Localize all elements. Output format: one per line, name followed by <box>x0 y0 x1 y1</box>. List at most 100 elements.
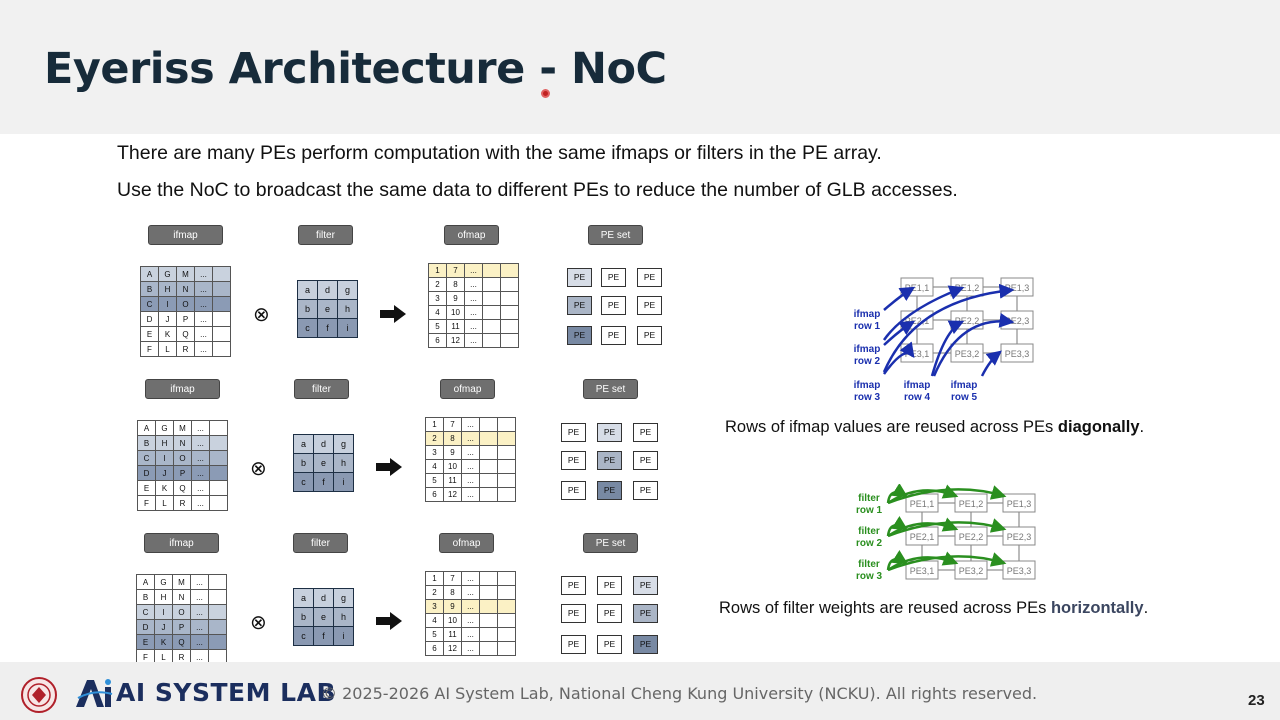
pe-node-label: PE3,1 <box>910 566 935 576</box>
ifmap-cell: ... <box>190 604 209 620</box>
pe-node <box>954 493 988 513</box>
ifmap-cell: ... <box>194 281 213 297</box>
pe-cell: PE <box>637 326 662 345</box>
pe-cell: PE <box>597 604 622 623</box>
ifmap-row-label: row 3 <box>854 392 881 403</box>
ofmap-cell: 11 <box>446 319 465 334</box>
ifmap-cell: H <box>155 435 174 451</box>
ofmap-cell: 7 <box>443 571 462 586</box>
ofmap-cell <box>497 487 516 502</box>
ofmap-cell: 5 <box>425 627 444 642</box>
pe-cell: PE <box>561 635 586 654</box>
ifmap-cell <box>208 589 227 605</box>
ofmap-cell: ... <box>461 627 480 642</box>
right-arrow-icon <box>376 458 402 476</box>
ofmap-cell: ... <box>464 333 483 348</box>
ofmap-cell <box>479 571 498 586</box>
horizontal-caption: Rows of filter weights are reused across… <box>719 599 1148 618</box>
ofmap-cell: ... <box>461 613 480 628</box>
horizontal-caption-end: . <box>1143 599 1149 617</box>
pe-cell: PE <box>561 604 586 623</box>
ifmap-cell <box>209 435 228 451</box>
diagonal-caption-text: Rows of ifmap values are reused across P… <box>725 418 1058 436</box>
ofmap-cell <box>479 599 498 614</box>
filter-row-label: filter <box>858 526 880 537</box>
ofmap-cell: ... <box>461 641 480 656</box>
horizontal-caption-bold: horizontally <box>1050 599 1144 617</box>
ifmap-cell <box>208 634 227 650</box>
pe-node <box>1002 526 1036 546</box>
pe-node-label: PE2,2 <box>959 532 984 542</box>
pe-cell: PE <box>597 635 622 654</box>
ifmap-row-label: ifmap <box>904 380 931 391</box>
pe-cell: PE <box>637 268 662 287</box>
ifmap-cell: D <box>140 311 159 327</box>
ifmap-cell <box>208 619 227 635</box>
ifmap-cell: I <box>158 296 177 312</box>
filter-cell: h <box>333 607 354 627</box>
ofmap-cell: ... <box>461 473 480 488</box>
ofmap-cell <box>479 459 498 474</box>
ofmap-cell <box>500 263 519 278</box>
ifmap-label: ifmap <box>144 533 219 553</box>
filter-cell: g <box>337 280 358 300</box>
pe-node-label: PE1,2 <box>959 499 984 509</box>
ifmap-cell <box>212 281 231 297</box>
ifmap-cell: B <box>137 435 156 451</box>
ofmap-cell: 10 <box>446 305 465 320</box>
ifmap-cell: F <box>140 341 159 357</box>
ifmap-cell: R <box>176 341 195 357</box>
pe-node-label: PE2,3 <box>1007 532 1032 542</box>
ofmap-cell: 7 <box>443 417 462 432</box>
ofmap-cell: ... <box>461 487 480 502</box>
ofmap-cell: ... <box>464 263 483 278</box>
ofmap-cell: ... <box>461 599 480 614</box>
ifmap-cell: M <box>172 574 191 590</box>
filter-row-label: row 2 <box>856 538 883 549</box>
ofmap-cell: 1 <box>425 571 444 586</box>
pe-node-label: PE2,1 <box>905 316 930 326</box>
pe-cell: PE <box>561 423 586 442</box>
ifmap-cell: A <box>136 574 155 590</box>
pe-cell: PE <box>561 481 586 500</box>
ifmap-row-label: row 4 <box>904 392 931 403</box>
body-line-2: Use the NoC to broadcast the same data t… <box>117 179 958 201</box>
ifmap-cell: ... <box>194 326 213 342</box>
ifmap-cell: N <box>173 435 192 451</box>
ofmap-cell: 12 <box>443 487 462 502</box>
pe-cell: PE <box>601 268 626 287</box>
ifmap-cell: J <box>155 465 174 481</box>
convolution-operator-icon: ⊗ <box>253 304 270 326</box>
ifmap-cell: ... <box>194 341 213 357</box>
filter-cell: h <box>333 453 354 473</box>
pe-node-label: PE1,1 <box>910 499 935 509</box>
ifmap-cell <box>212 326 231 342</box>
ofmap-cell: 1 <box>425 417 444 432</box>
ofmap-cell: 4 <box>428 305 447 320</box>
ifmap-cell: H <box>158 281 177 297</box>
pe-node-label: PE3,2 <box>959 566 984 576</box>
pe-node <box>1002 560 1036 580</box>
ifmap-label: ifmap <box>145 379 220 399</box>
ofmap-cell <box>500 319 519 334</box>
ofmap-cell: 5 <box>428 319 447 334</box>
ofmap-cell <box>482 333 501 348</box>
ofmap-cell <box>497 571 516 586</box>
ofmap-cell: 11 <box>443 473 462 488</box>
ofmap-cell <box>497 627 516 642</box>
ifmap-cell: A <box>140 266 159 282</box>
ifmap-cell: O <box>173 450 192 466</box>
ofmap-cell <box>479 473 498 488</box>
laser-pointer-dot <box>541 89 550 98</box>
ofmap-cell <box>500 305 519 320</box>
filter-label: filter <box>293 533 348 553</box>
pe-cell: PE <box>567 296 592 315</box>
ifmap-cell <box>212 266 231 282</box>
ofmap-cell: 2 <box>425 431 444 446</box>
